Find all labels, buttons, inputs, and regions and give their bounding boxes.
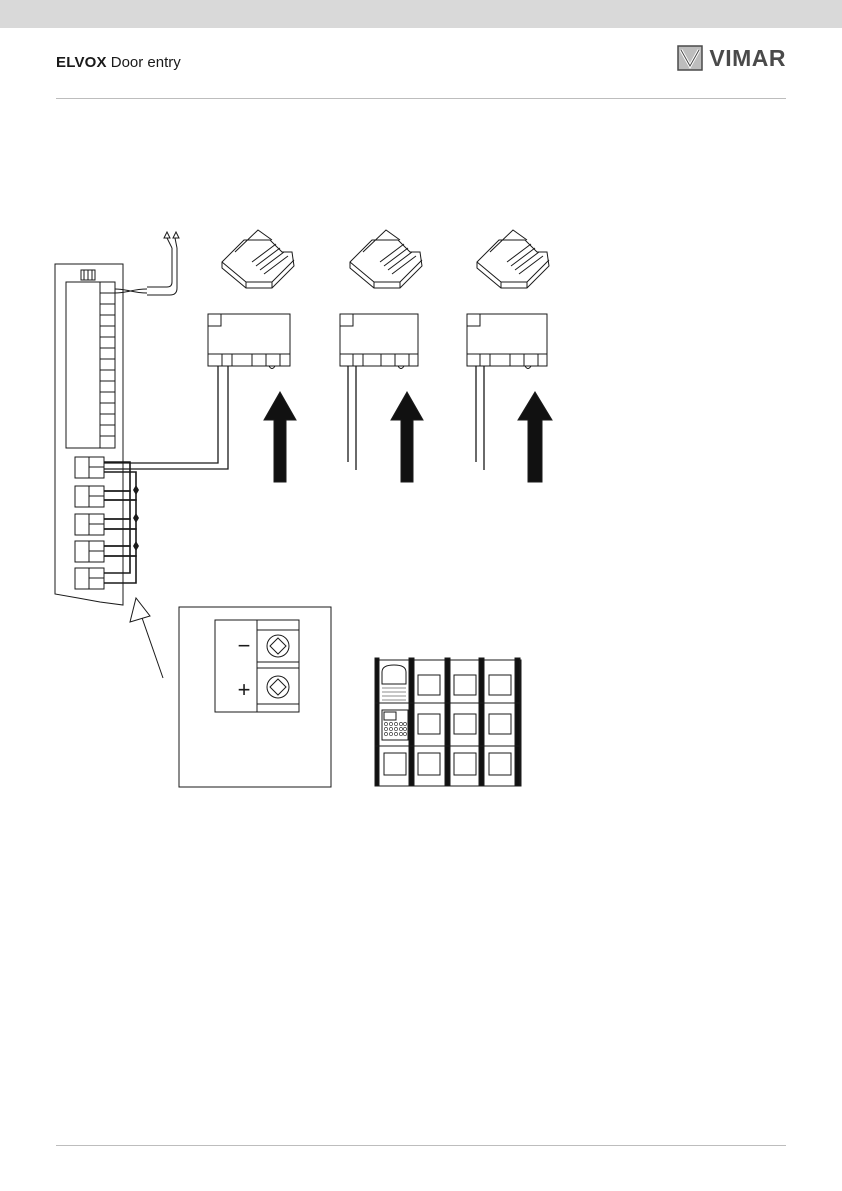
terminal-plus-label: +: [238, 677, 251, 702]
module-3: [467, 230, 552, 482]
modular-panel-front: [375, 658, 521, 786]
bus-connectors: [75, 457, 104, 589]
module-2: [340, 230, 423, 482]
terminal-detail: [179, 607, 331, 787]
footer-rule: [56, 1145, 786, 1146]
module-2-device: [350, 230, 422, 288]
jumper-junctions: [133, 485, 139, 551]
terminal-minus-label: −: [238, 633, 251, 658]
supply-cable: [115, 232, 179, 295]
detail-pointer: [130, 598, 163, 678]
module-1: [208, 230, 296, 482]
module-1-device: [222, 230, 294, 288]
module-3-device: [477, 230, 549, 288]
entry-panel: [55, 264, 139, 605]
